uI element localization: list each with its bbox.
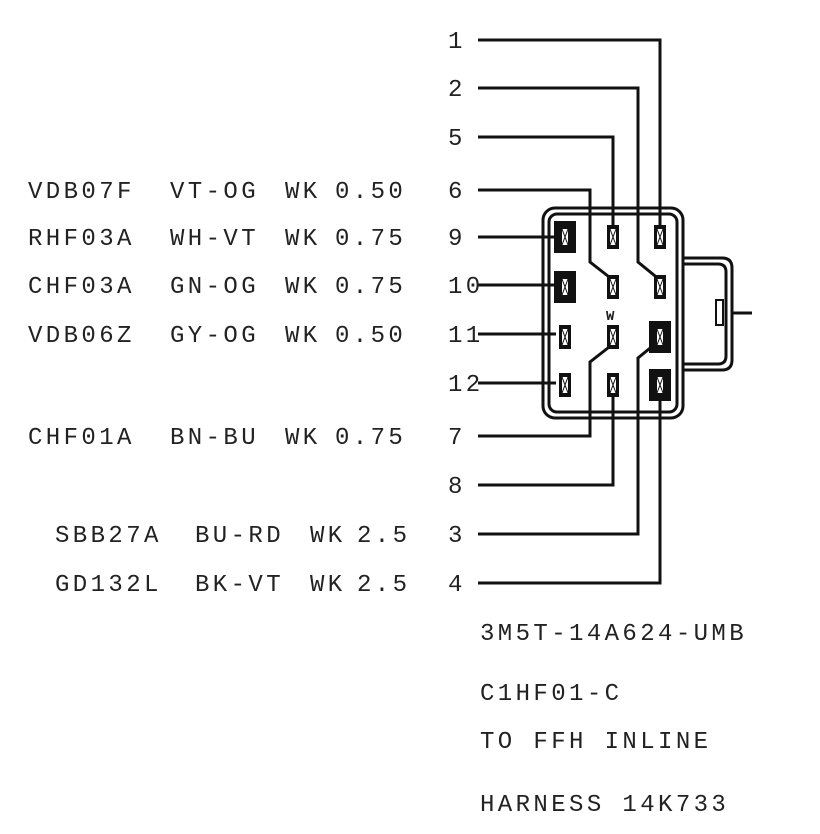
terminal-cavity bbox=[554, 271, 576, 303]
wire-size: 2.5 bbox=[357, 523, 410, 550]
terminal-cavity bbox=[649, 369, 671, 401]
latch-tab bbox=[715, 299, 724, 326]
wire-type: WK bbox=[285, 425, 321, 452]
wire-type: WK bbox=[285, 226, 321, 253]
wire-color: GY-OG bbox=[170, 323, 259, 350]
wire-pin-6 bbox=[478, 188, 614, 282]
wire-pin-5 bbox=[478, 135, 615, 226]
pin-number: 12 bbox=[448, 372, 484, 399]
terminal-cavity bbox=[607, 225, 619, 249]
wire-pin-8 bbox=[478, 397, 615, 487]
terminal-cavity bbox=[607, 275, 619, 299]
circuit-code: CHF01A bbox=[28, 425, 135, 452]
wire-pin-7 bbox=[478, 342, 614, 438]
circuit-code: CHF03A bbox=[28, 274, 135, 301]
wire-color: VT-OG bbox=[170, 179, 259, 206]
wire-color: BK-VT bbox=[195, 572, 284, 599]
circuit-code: VDB07F bbox=[28, 179, 135, 206]
pin-number: 5 bbox=[448, 126, 466, 153]
pin-number: 1 bbox=[448, 29, 466, 56]
wire-size: 0.50 bbox=[335, 179, 406, 206]
circuit-code: VDB06Z bbox=[28, 323, 135, 350]
wire-pin-2 bbox=[478, 86, 661, 282]
terminal-cavity bbox=[554, 221, 576, 253]
wire-type: WK bbox=[310, 572, 346, 599]
wire-type: WK bbox=[285, 179, 321, 206]
terminal-cavity bbox=[654, 275, 666, 299]
circuit-code: RHF03A bbox=[28, 226, 135, 253]
terminal-cavity bbox=[649, 321, 671, 353]
wire-size: 2.5 bbox=[357, 572, 410, 599]
circuit-code: GD132L bbox=[55, 572, 162, 599]
connector-description: TO FFH INLINE bbox=[480, 729, 711, 756]
terminal-cavity bbox=[559, 325, 571, 349]
pin-number: 9 bbox=[448, 226, 466, 253]
wire-size: 0.75 bbox=[335, 425, 406, 452]
part-number: 3M5T-14A624-UMB bbox=[480, 621, 747, 648]
pin-number: 7 bbox=[448, 425, 466, 452]
wire-color: BN-BU bbox=[170, 425, 259, 452]
terminal-cavity bbox=[654, 225, 666, 249]
wire-type: WK bbox=[285, 274, 321, 301]
pin-number: 10 bbox=[448, 274, 484, 301]
wire-pin-4 bbox=[478, 397, 662, 585]
wire-color: BU-RD bbox=[195, 523, 284, 550]
connector-body: W bbox=[541, 206, 752, 420]
wire-type: WK bbox=[310, 523, 346, 550]
wire-size: 0.75 bbox=[335, 274, 406, 301]
harness-name: HARNESS 14K733 bbox=[480, 792, 729, 819]
wire-type: WK bbox=[285, 323, 321, 350]
connector-id: C1HF01-C bbox=[480, 681, 622, 708]
pin-number: 11 bbox=[448, 323, 484, 350]
wire-color: GN-OG bbox=[170, 274, 259, 301]
wire-size: 0.75 bbox=[335, 226, 406, 253]
cavity-mark: W bbox=[606, 309, 615, 325]
pin-number: 4 bbox=[448, 572, 466, 599]
terminal-cavity bbox=[607, 373, 619, 397]
wire-color: WH-VT bbox=[170, 226, 259, 253]
connector-terminals bbox=[554, 221, 671, 401]
terminal-cavity bbox=[559, 373, 571, 397]
terminal-cavity bbox=[607, 325, 619, 349]
circuit-code: SBB27A bbox=[55, 523, 162, 550]
wire-size: 0.50 bbox=[335, 323, 406, 350]
wire-routes bbox=[478, 38, 662, 585]
wire-pin-1 bbox=[478, 38, 662, 225]
pin-number: 8 bbox=[448, 474, 466, 501]
pin-number: 2 bbox=[448, 77, 466, 104]
pin-number: 3 bbox=[448, 523, 466, 550]
pin-number: 6 bbox=[448, 179, 466, 206]
